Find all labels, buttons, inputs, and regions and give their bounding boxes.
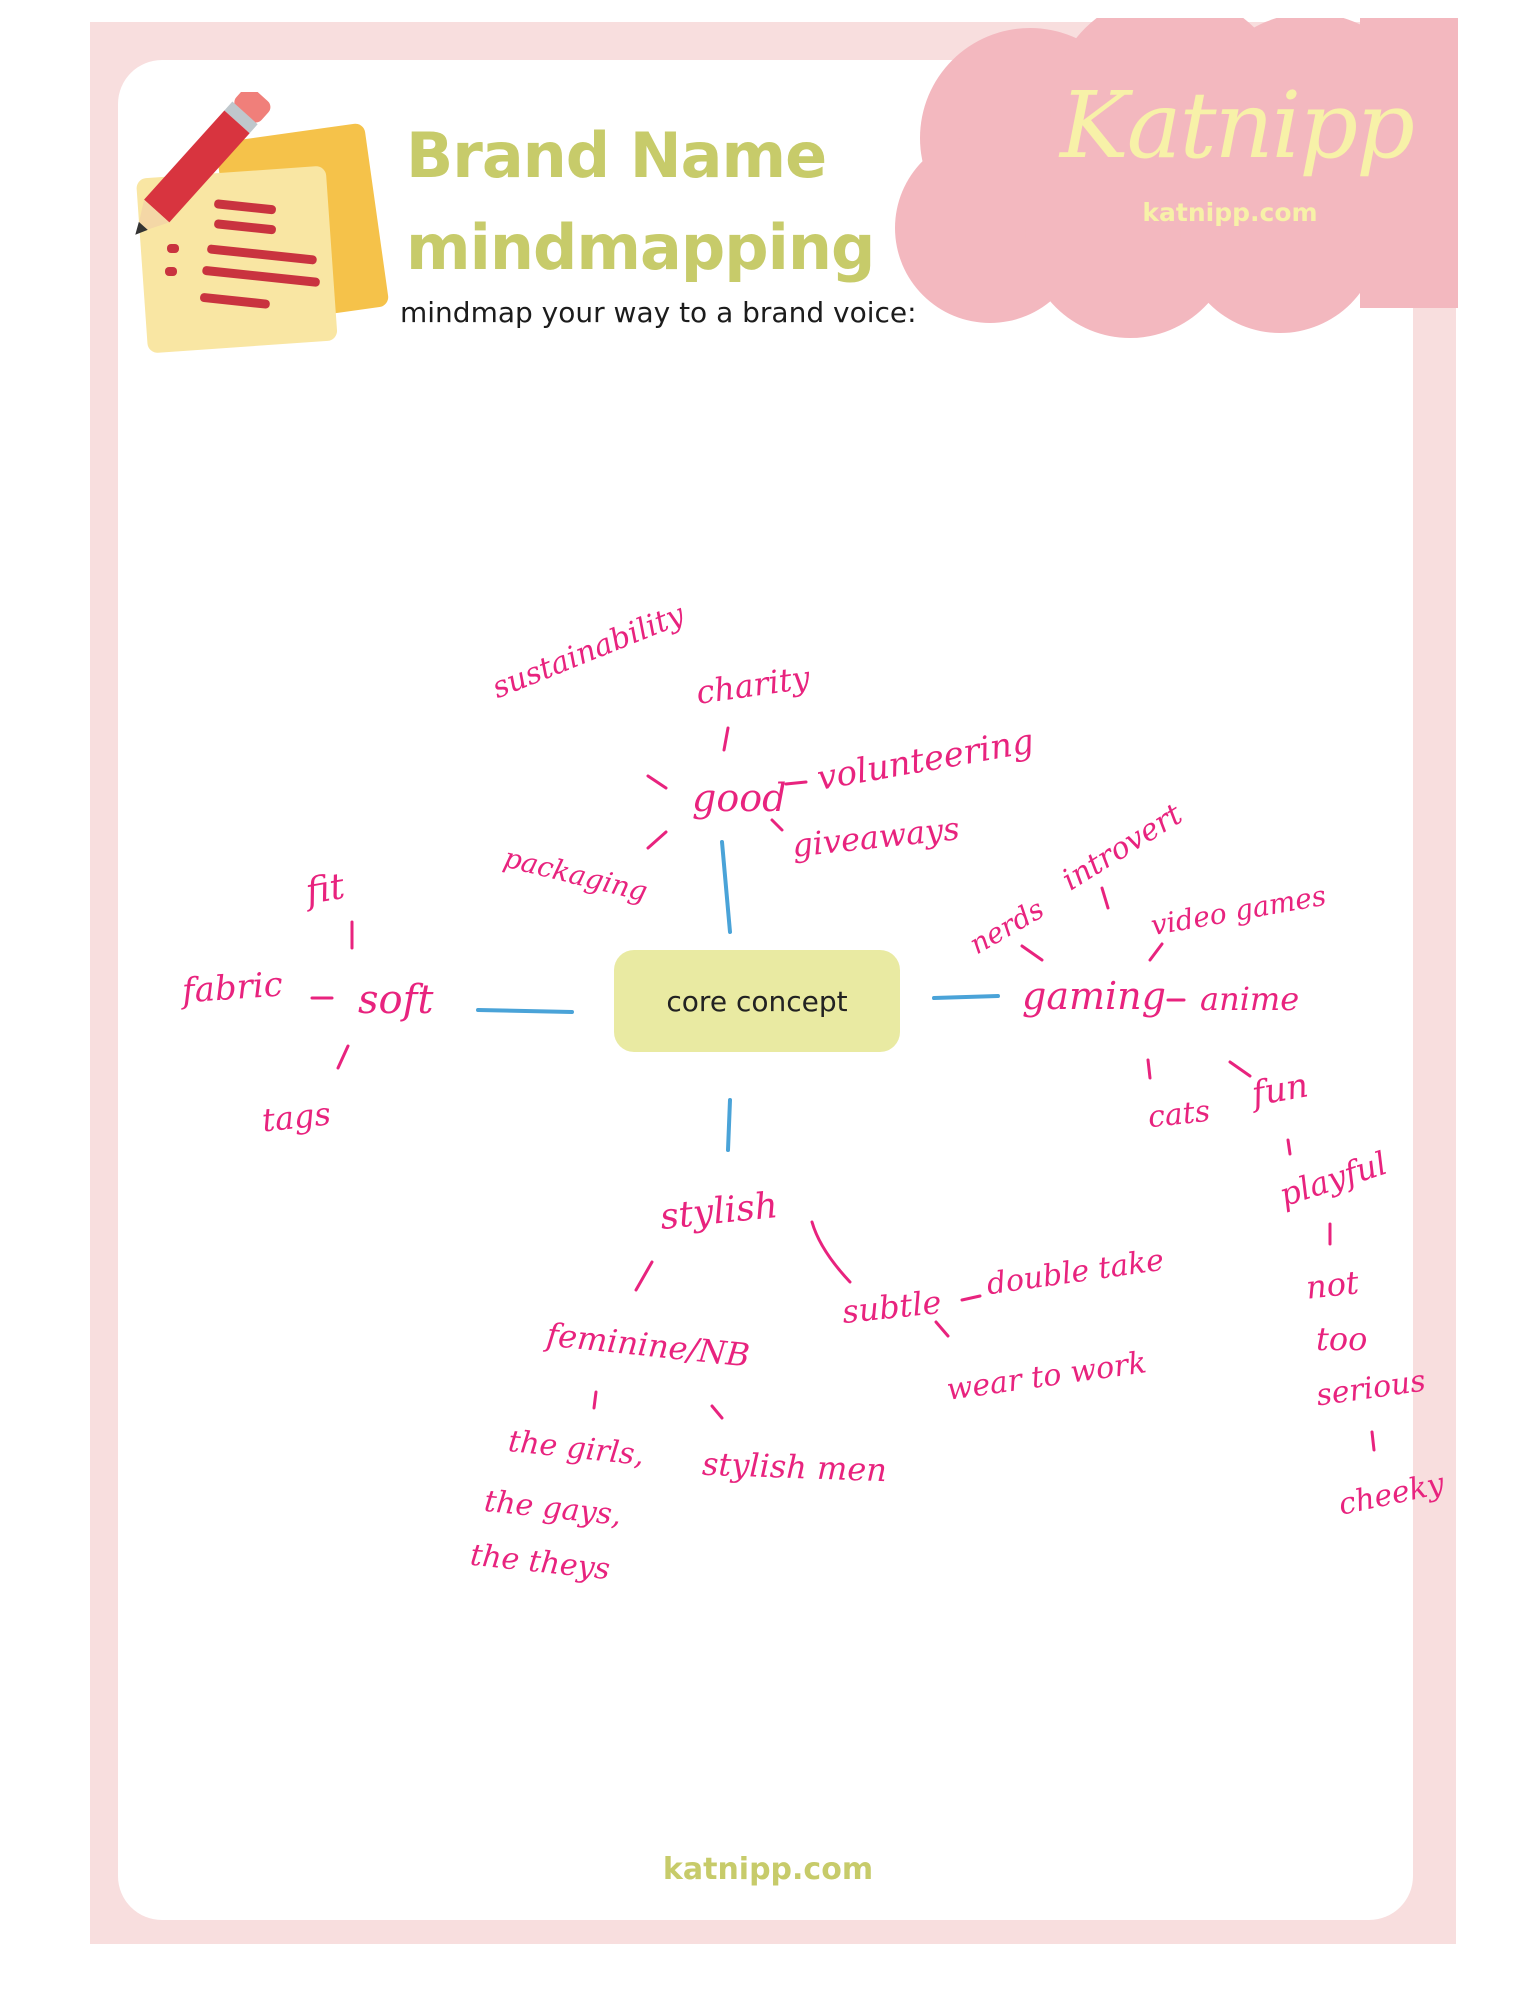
ink-good-packaging <box>646 830 668 850</box>
ink-subtle-doubletake <box>960 1294 982 1302</box>
page-subtitle: mindmap your way to a brand voice: <box>400 296 917 329</box>
ink-gaming-cats <box>1146 1058 1152 1080</box>
connector-top <box>720 840 732 934</box>
notepad-pencil-icon <box>135 92 389 353</box>
word-good: good <box>692 776 787 820</box>
ink-good-volunteering <box>784 780 808 786</box>
ink-good-giveaways <box>770 818 784 832</box>
title-line-2: mindmapping <box>406 211 875 284</box>
ink-gaming-fun <box>1228 1060 1252 1078</box>
core-concept-label: core concept <box>666 984 848 1018</box>
ink-gaming-videogames <box>1148 942 1164 962</box>
word-anime: anime <box>1200 980 1300 1018</box>
connector-right <box>932 994 1000 1000</box>
word-gaming: gaming <box>1022 974 1166 1018</box>
ink-gaming-nerds <box>1020 944 1044 962</box>
ink-feminine-men <box>710 1404 724 1420</box>
word-fabric: fabric <box>180 964 285 1012</box>
ink-feminine-girls <box>592 1390 598 1410</box>
ink-good-sustainability <box>646 774 668 790</box>
cloud-logo-shape <box>895 18 1458 338</box>
word-soft: soft <box>358 977 434 1023</box>
core-concept-box: core concept <box>614 950 900 1052</box>
ink-subtle-work <box>934 1320 950 1338</box>
ink-stylish-subtle <box>810 1220 852 1284</box>
word-stylish-men: stylish men <box>701 1444 888 1490</box>
ink-fun-playful <box>1286 1138 1292 1156</box>
logo-url: katnipp.com <box>1142 198 1318 227</box>
word-fit: fit <box>302 865 348 914</box>
title-line-1: Brand Name <box>406 119 827 192</box>
ink-serious-cheeky <box>1370 1430 1376 1452</box>
word-tags: tags <box>260 1094 333 1140</box>
ink-gaming-introvert <box>1100 886 1110 910</box>
footer-url: katnipp.com <box>662 1852 874 1887</box>
ink-soft-tags <box>336 1044 350 1070</box>
word-too: too <box>1316 1320 1368 1358</box>
ink-stylish-feminine <box>634 1260 654 1292</box>
word-not: not <box>1304 1263 1361 1307</box>
logo-wordmark: Katnipp <box>1060 72 1415 179</box>
ink-good-charity <box>722 726 730 752</box>
word-cats: cats <box>1146 1093 1212 1136</box>
connector-bottom <box>726 1098 732 1152</box>
connector-left <box>476 1008 574 1014</box>
page-title: Brand Name mindmapping <box>406 110 875 294</box>
